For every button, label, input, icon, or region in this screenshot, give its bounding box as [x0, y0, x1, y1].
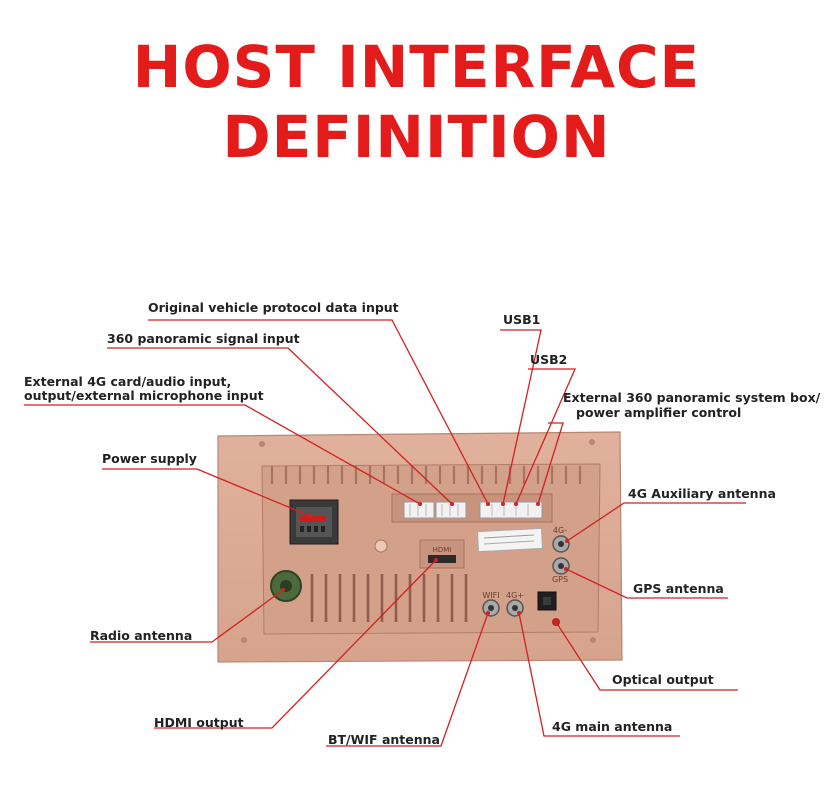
leader-usb1	[500, 329, 542, 505]
leader-lines	[24, 319, 746, 747]
wifi-marking: WIFI	[482, 591, 499, 600]
header-connector-360-signal	[435, 501, 467, 519]
leader-4g-main	[518, 612, 680, 737]
leader-power-supply	[102, 468, 311, 517]
header-connector-4g-audio	[403, 501, 435, 519]
power-supply-connector	[289, 499, 339, 545]
hdmi-port: HDMI	[419, 539, 465, 569]
bottom-heatsink-fins	[310, 574, 468, 622]
page-title-line-1: HOST INTERFACE	[132, 33, 701, 101]
radio-antenna-port	[270, 570, 302, 602]
hdmi-marking: HDMI	[433, 546, 452, 554]
leader-360-panoramic	[107, 347, 453, 505]
label-usb2: USB2	[530, 352, 568, 367]
leader-external-360	[537, 422, 564, 505]
leader-usb2	[515, 368, 576, 505]
label-usb1: USB1	[503, 312, 541, 327]
label-external-360-line1: External 360 panoramic system box/	[563, 390, 821, 405]
header-connector-protocol-usb	[479, 501, 543, 519]
label-4g-auxiliary: 4G Auxiliary antenna	[628, 486, 776, 501]
label-external-4g-line2: output/external microphone input	[24, 388, 264, 403]
label-optical-output: Optical output	[612, 672, 714, 687]
gps-marking: GPS	[552, 575, 568, 584]
label-hdmi-output: HDMI output	[154, 715, 244, 730]
label-360-panoramic: 360 panoramic signal input	[107, 331, 300, 346]
wifi-antenna-port: WIFI	[482, 591, 500, 617]
4g-plus-marking: 4G+	[506, 591, 524, 600]
4g-main-antenna-port: 4G+	[506, 591, 524, 617]
leader-4g-auxiliary	[566, 502, 746, 542]
4g-minus-marking: 4G-	[553, 526, 567, 535]
leader-original-protocol	[148, 319, 489, 505]
top-heatsink-fins	[270, 466, 582, 484]
label-gps-antenna: GPS antenna	[633, 581, 724, 596]
leader-radio	[90, 589, 284, 643]
label-bt-wifi: BT/WIF antenna	[328, 732, 440, 747]
label-external-4g-line1: External 4G card/audio input,	[24, 374, 232, 389]
label-radio-antenna: Radio antenna	[90, 628, 193, 643]
label-original-protocol: Original vehicle protocol data input	[148, 300, 399, 315]
page-title-line-2: DEFINITION	[222, 103, 611, 171]
leader-hdmi	[154, 559, 437, 729]
leader-gps	[565, 568, 728, 599]
label-external-360-line2: power amplifier control	[576, 405, 742, 420]
leader-external-4g	[24, 404, 421, 505]
label-4g-main: 4G main antenna	[552, 719, 673, 734]
screw-hole	[374, 539, 388, 553]
leader-endpoints	[281, 502, 569, 624]
gps-antenna-port: GPS	[552, 557, 570, 584]
product-sticker	[476, 527, 544, 553]
label-power-supply: Power supply	[102, 451, 197, 466]
4g-auxiliary-antenna-port: 4G-	[552, 526, 570, 553]
leader-bt-wifi	[326, 612, 489, 747]
leader-optical	[555, 621, 738, 691]
